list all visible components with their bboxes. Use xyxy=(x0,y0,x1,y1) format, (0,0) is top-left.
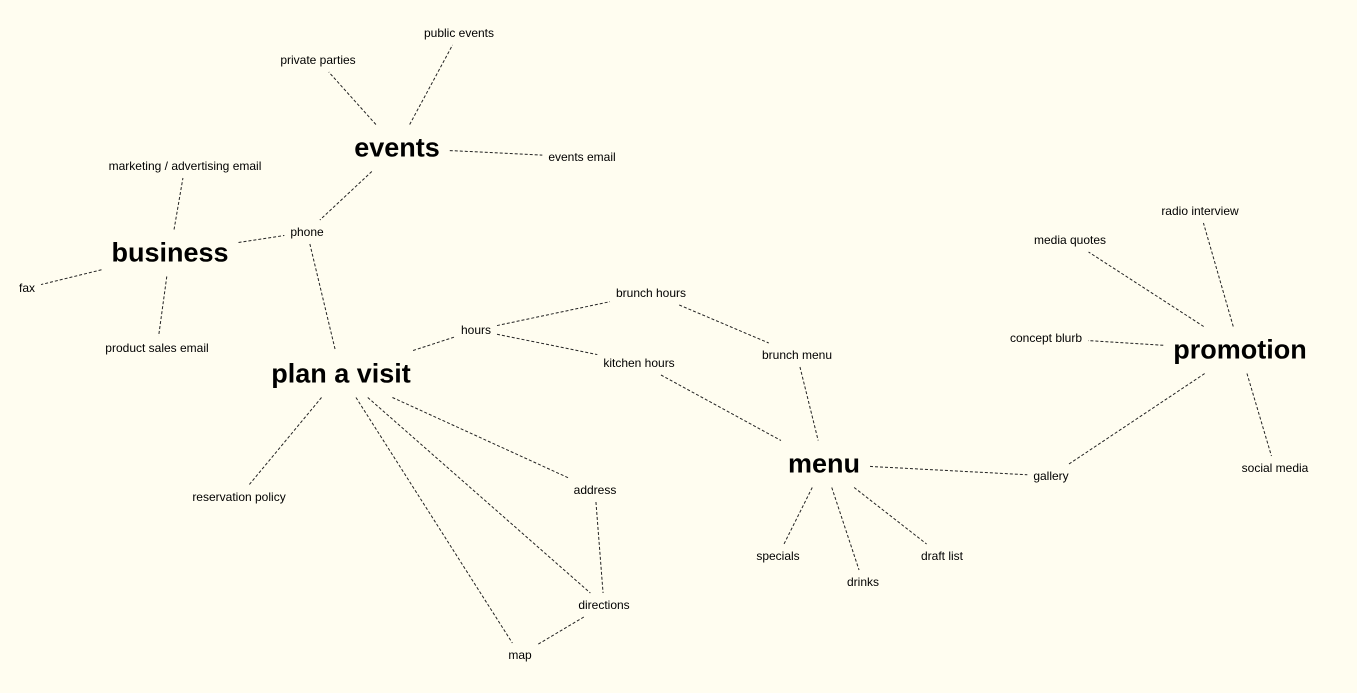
node-radio-interview[interactable]: radio interview xyxy=(1161,204,1239,218)
edge-menu-specials xyxy=(783,487,813,545)
edge-events-events_email xyxy=(449,150,543,156)
edge-menu-gallery xyxy=(869,465,1028,476)
edge-address-directions xyxy=(595,501,604,594)
edge-brunch_menu-menu xyxy=(799,366,819,441)
node-events-email[interactable]: events email xyxy=(548,150,616,164)
edge-hours-brunch_hours xyxy=(496,301,611,327)
node-plan-a-visit[interactable]: plan a visit xyxy=(271,358,411,389)
node-public-events[interactable]: public events xyxy=(423,26,495,40)
edge-plan-map xyxy=(355,397,513,644)
node-social-media[interactable]: social media xyxy=(1241,461,1309,475)
node-kitchen-hours[interactable]: kitchen hours xyxy=(603,356,675,370)
node-events[interactable]: events xyxy=(354,132,440,163)
edge-promotion-social_media xyxy=(1246,373,1272,457)
edge-events-phone xyxy=(319,171,373,221)
node-business[interactable]: business xyxy=(111,237,229,268)
edge-menu-drinks xyxy=(831,487,860,571)
edge-plan-address xyxy=(392,397,569,479)
edge-phone-plan xyxy=(309,243,336,351)
edge-gallery-promotion xyxy=(1068,373,1206,465)
edge-business-product_sales_email xyxy=(158,276,168,337)
edge-promotion-radio_interview xyxy=(1202,222,1234,327)
node-product-sales-email[interactable]: product sales email xyxy=(105,341,209,355)
node-phone[interactable]: phone xyxy=(290,225,324,239)
node-hours[interactable]: hours xyxy=(460,323,492,337)
edge-menu-draft_list xyxy=(853,487,927,545)
edge-plan-directions xyxy=(367,397,591,594)
node-reservation-policy[interactable]: reservation policy xyxy=(192,490,286,504)
edge-hours-kitchen_hours xyxy=(496,333,598,356)
node-fax[interactable]: fax xyxy=(18,281,36,295)
edge-plan-hours xyxy=(412,336,456,351)
edge-kitchen_hours-menu xyxy=(660,374,782,441)
node-concept-blurb[interactable]: concept blurb xyxy=(1009,331,1083,345)
node-draft-list[interactable]: draft list xyxy=(920,549,964,563)
edge-promotion-concept_blurb xyxy=(1087,340,1164,346)
edge-directions-map xyxy=(537,616,585,645)
edge-promotion-media_quotes xyxy=(1088,251,1204,327)
node-specials[interactable]: specials xyxy=(756,549,800,563)
edge-business-marketing_email xyxy=(173,177,184,230)
node-directions[interactable]: directions xyxy=(578,598,630,612)
node-promotion[interactable]: promotion xyxy=(1173,334,1307,365)
node-gallery[interactable]: gallery xyxy=(1033,469,1069,483)
edge-events-public_events xyxy=(409,44,453,125)
node-brunch-hours[interactable]: brunch hours xyxy=(615,286,687,300)
node-media-quotes[interactable]: media quotes xyxy=(1033,233,1107,247)
node-drinks[interactable]: drinks xyxy=(846,575,880,589)
node-marketing-advertising-email[interactable]: marketing / advertising email xyxy=(108,159,262,173)
edge-plan-reservation_policy xyxy=(248,397,322,486)
node-menu[interactable]: menu xyxy=(787,448,861,479)
node-address[interactable]: address xyxy=(573,483,617,497)
node-map[interactable]: map xyxy=(508,648,532,662)
node-private-parties[interactable]: private parties xyxy=(280,53,356,67)
edge-brunch_hours-brunch_menu xyxy=(679,304,769,344)
edge-events-private_parties xyxy=(328,71,377,125)
node-brunch-menu[interactable]: brunch menu xyxy=(761,348,833,362)
edge-business-phone xyxy=(238,234,285,243)
edge-business-fax xyxy=(40,269,102,286)
